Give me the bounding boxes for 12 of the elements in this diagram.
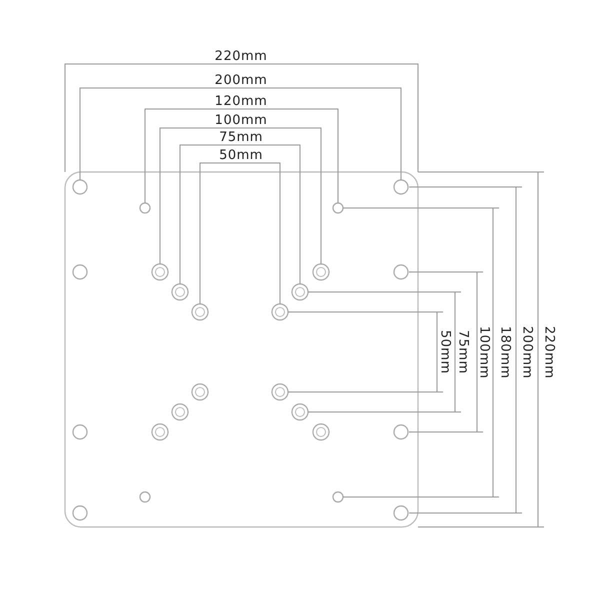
dimension-label: 100mm xyxy=(214,114,268,126)
dimension-label: 100mm xyxy=(478,326,490,378)
dimension-label: 200mm xyxy=(520,326,534,378)
dimension-label: 120mm xyxy=(214,94,268,108)
dimension-label: 180mm xyxy=(498,326,512,378)
dimension-label: 75mm xyxy=(456,330,470,374)
dimension-label: 220mm xyxy=(214,50,268,62)
dimension-label: 200mm xyxy=(214,74,268,86)
dimension-label: 50mm xyxy=(438,330,452,374)
dimension-label: 75mm xyxy=(219,130,263,144)
dimension-label: 50mm xyxy=(219,148,263,162)
dimension-label: 220mm xyxy=(542,326,556,378)
